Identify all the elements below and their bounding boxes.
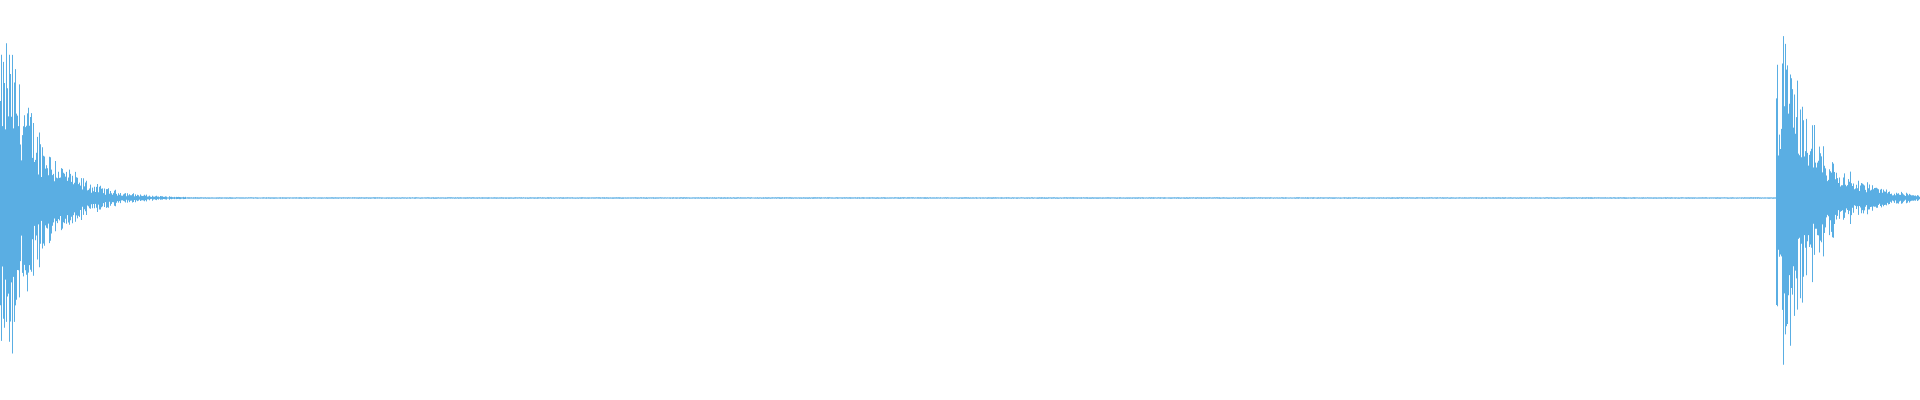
waveform-samples — [0, 36, 1920, 365]
waveform-trace — [0, 36, 1920, 365]
